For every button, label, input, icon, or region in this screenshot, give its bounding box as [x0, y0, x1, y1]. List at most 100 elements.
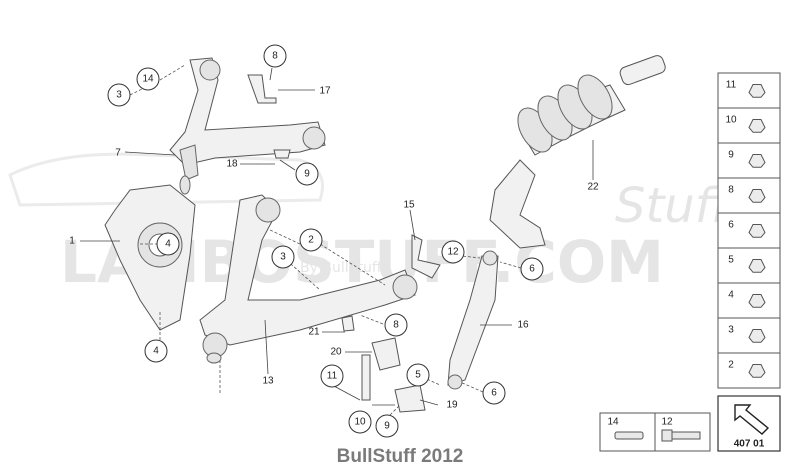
bottom-legend: 14 12: [599, 412, 711, 452]
svg-text:15: 15: [403, 200, 415, 211]
watermark-script-text: Stuff: [615, 178, 735, 234]
svg-text:17: 17: [319, 86, 331, 97]
callout-19-label: 19: [446, 400, 458, 411]
callout-18-label: 18: [226, 159, 238, 170]
svg-text:6: 6: [491, 388, 497, 399]
callout-12: 12: [441, 240, 465, 264]
callout-4-lower: 4: [144, 339, 168, 363]
callouts: 14 3 8 17 7 18 9 1 4 4 2 3 13 21 8 20 11…: [69, 44, 599, 438]
svg-text:8: 8: [393, 320, 399, 331]
svg-text:6: 6: [529, 264, 535, 275]
svg-text:14: 14: [142, 74, 154, 85]
legend-number: 6: [728, 220, 734, 231]
svg-text:18: 18: [226, 159, 238, 170]
svg-text:13: 13: [262, 376, 274, 387]
fastener-icon: [748, 329, 766, 343]
legend-item: 5: [718, 247, 780, 273]
callout-8: 8: [263, 44, 287, 68]
callout-20-label: 20: [330, 347, 342, 358]
legend-number: 3: [728, 325, 734, 336]
watermark-car-outline: [8, 152, 324, 207]
legend-number: 11: [726, 80, 737, 91]
callout-4: 4: [156, 232, 180, 256]
svg-text:19: 19: [446, 400, 458, 411]
page-code-box: 407 01: [717, 395, 781, 452]
fastener-icon: [748, 259, 766, 273]
callout-6: 6: [520, 257, 544, 281]
fastener-icon: [748, 294, 766, 308]
svg-text:9: 9: [384, 421, 390, 432]
callout-17-label: 17: [319, 86, 331, 97]
svg-text:21: 21: [308, 327, 320, 338]
fastener-icon: [748, 189, 766, 203]
toe-link: [447, 250, 499, 390]
legend-item: 11: [726, 80, 766, 98]
callout-15-label: 15: [403, 200, 415, 211]
leader-lines: [80, 64, 594, 416]
svg-text:5: 5: [415, 370, 421, 381]
svg-text:16: 16: [517, 320, 529, 331]
svg-text:7: 7: [115, 148, 121, 159]
callout-5: 5: [406, 363, 430, 387]
svg-text:1: 1: [69, 236, 75, 247]
callout-8-lower: 8: [384, 313, 408, 337]
callout-9-lower: 9: [375, 414, 399, 438]
legend-number: 4: [728, 290, 734, 301]
page-code: 407 01: [734, 439, 765, 450]
callout-9: 9: [295, 162, 319, 186]
legend-number: 2: [728, 360, 734, 371]
bolt-12-icon: [661, 429, 701, 442]
watermark-sub-text: By BullStuff: [300, 260, 382, 276]
legend-number: 8: [728, 185, 734, 196]
bottom-legend-14: 14: [607, 417, 619, 428]
fastener-icon: [748, 364, 766, 378]
svg-text:3: 3: [116, 90, 122, 101]
legend-item: 6: [718, 212, 780, 238]
svg-text:2: 2: [308, 235, 314, 246]
footer-credit: BullStuff 2012: [336, 446, 464, 467]
callout-3: 3: [107, 83, 131, 107]
legend-item: 4: [718, 282, 780, 308]
svg-text:10: 10: [354, 417, 366, 428]
callout-6-lower: 6: [482, 381, 506, 405]
callout-13-label: 13: [262, 376, 274, 387]
callout-7-label: 7: [115, 148, 121, 159]
callout-11: 11: [320, 364, 344, 388]
callout-14: 14: [136, 67, 160, 91]
callout-21-label: 21: [308, 327, 320, 338]
svg-text:12: 12: [447, 247, 459, 258]
fastener-icon: [748, 154, 766, 168]
small-parts: [179, 74, 441, 413]
legend-number: 5: [728, 255, 734, 266]
svg-text:20: 20: [330, 347, 342, 358]
svg-text:8: 8: [272, 51, 278, 62]
fastener-icon: [748, 84, 766, 98]
fastener-icon: [748, 224, 766, 238]
callout-3-lower: 3: [271, 245, 295, 269]
hardware-legend: 11 10 9 8 6 5 4 3 2: [717, 72, 781, 389]
pin-14-icon: [614, 431, 644, 440]
svg-text:3: 3: [280, 252, 286, 263]
svg-text:4: 4: [153, 346, 159, 357]
legend-item: 2: [718, 352, 780, 378]
svg-text:4: 4: [165, 239, 171, 250]
callout-16-label: 16: [517, 320, 529, 331]
legend-item: 8: [718, 177, 780, 203]
svg-text:9: 9: [304, 169, 310, 180]
shock-absorber: [489, 55, 666, 249]
fastener-icon: [748, 119, 766, 133]
callout-10: 10: [348, 410, 372, 434]
upper-control-arm: [169, 57, 326, 181]
svg-text:22: 22: [587, 182, 599, 193]
bottom-legend-12: 12: [661, 417, 673, 428]
lower-control-arm: [199, 194, 418, 358]
wheel-knuckle: [104, 184, 196, 331]
legend-number: 10: [725, 115, 737, 126]
legend-item: 3: [718, 317, 780, 343]
callout-2: 2: [299, 228, 323, 252]
legend-item: 9: [718, 142, 780, 168]
legend-number: 9: [728, 150, 734, 161]
arrow-icon: [734, 404, 770, 435]
legend-item: 10: [718, 107, 780, 133]
